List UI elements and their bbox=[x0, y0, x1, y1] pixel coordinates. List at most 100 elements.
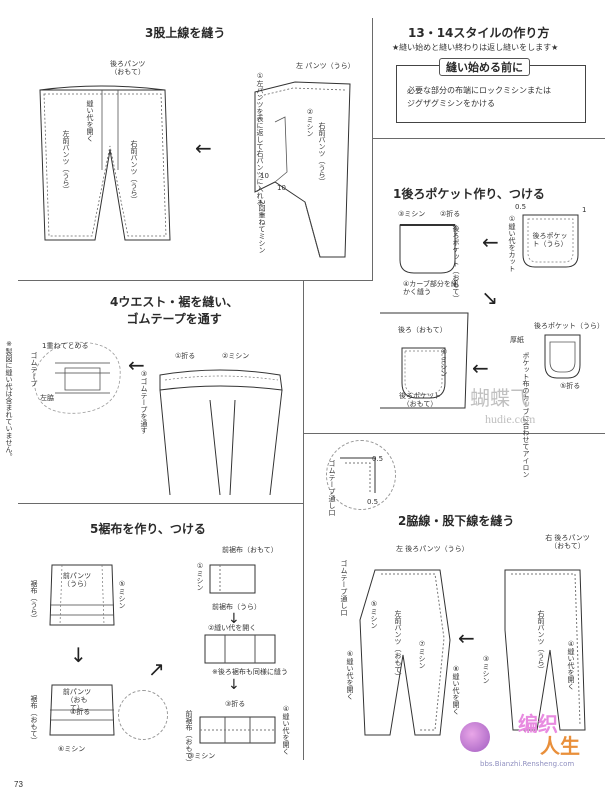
step2-open6-label: ⑥縫い代を開く bbox=[346, 650, 354, 700]
step4-overlap-label: 1重ねてとめる bbox=[42, 342, 89, 350]
divider-h-left-mid bbox=[18, 503, 303, 504]
step2-right-front-label: 右前パンツ（うら） bbox=[537, 610, 545, 673]
step2-rubber-gate-label: ゴムテープ通し口 bbox=[328, 460, 336, 516]
before-sewing-label: 縫い始める前に bbox=[439, 58, 530, 76]
before-text-1: 必要な部分の布端にロックミシンまたは bbox=[407, 86, 551, 95]
back-pants-pocket bbox=[380, 312, 469, 409]
watermark-site: hudie.com bbox=[485, 412, 536, 426]
logo-url: bbs.Bianzhi.Rensheng.com bbox=[480, 760, 575, 768]
step2-machine3-label: ③ミシン bbox=[482, 655, 490, 684]
logo-text-1: 编织 bbox=[518, 712, 558, 736]
divider-h-right-mid bbox=[303, 433, 605, 434]
step5-front-hem3-label: 前裾布（おもて） bbox=[185, 710, 193, 766]
arrow-up-left-icon: ↑ bbox=[141, 655, 171, 685]
pocket-fold-diagram bbox=[399, 224, 456, 274]
page-number: 73 bbox=[14, 780, 23, 789]
step5-back-same-label: ※後ろ裾布も同様に縫う bbox=[212, 668, 288, 676]
style-note: ★縫い始めと縫い終わりは返し縫いをします★ bbox=[392, 43, 559, 52]
step3-num-10a: 10 bbox=[260, 172, 269, 180]
step5-fold-hem bbox=[199, 716, 276, 744]
arrow-down-icon-3: ↓ bbox=[228, 677, 240, 693]
step3-right-front2-label: 右前パンツ（うら） bbox=[318, 122, 326, 185]
step5-front-pants2-label: 前パンツ（おもて） bbox=[62, 688, 92, 713]
pocket-machine-label: ③ミシン bbox=[398, 210, 426, 218]
step2-title: 2脇線・股下線を縫う bbox=[398, 514, 515, 528]
divider-h-left bbox=[18, 280, 373, 281]
page-side-note: ※製図に縫い代は含まれていません。 bbox=[5, 340, 13, 460]
divider-vertical-mid bbox=[303, 280, 304, 760]
step4-machine-label: ②ミシン bbox=[222, 352, 250, 360]
step3-machine-label: ②ミシン bbox=[306, 108, 314, 137]
step3-pants-spread bbox=[39, 85, 171, 241]
step4-rubber-label: ゴムテープ bbox=[30, 352, 38, 387]
step4-title: 4ウエスト・裾を縫い、 ゴムテープを通す bbox=[110, 295, 239, 326]
step5-hem-cloth2-label: 裾布（おもて） bbox=[30, 695, 38, 744]
arrow-down-icon-2: ↓ bbox=[228, 611, 240, 627]
step5-fold3-label: ③折る bbox=[225, 700, 246, 708]
step5-machine3-label: ③ミシン bbox=[188, 752, 216, 760]
before-sewing-box: 縫い始める前に 必要な部分の布端にロックミシンまたは ジグザグミシンをかける bbox=[396, 58, 586, 123]
arrow-left-icon-4: ← bbox=[128, 353, 145, 377]
step3-back-pants-label: 後ろパンツ （おもて） bbox=[110, 60, 146, 77]
back-pants-label: 後ろ（おもて） bbox=[398, 326, 447, 334]
pocket-curve-label: ④カーブ部分を細かく縫う bbox=[403, 280, 458, 297]
step3-seam-open-label: 縫い代を開く bbox=[86, 100, 94, 142]
pocket-fold-label: ②折る bbox=[440, 210, 461, 218]
step2-left-front-label: 左前パンツ（おもて） bbox=[394, 610, 402, 680]
pocket-fold5-label: ⑤折る bbox=[560, 382, 581, 390]
step3-right-front-label: 右前パンツ（うら） bbox=[130, 140, 138, 203]
step3-left-pants-back-label: 左 パンツ（うら） bbox=[296, 62, 355, 70]
step3-left-front-label: 左前パンツ（うら） bbox=[62, 130, 70, 193]
arrow-down-icon: ↓ bbox=[70, 643, 87, 667]
step2-open8-label: ⑧縫い代を開く bbox=[452, 665, 460, 715]
step5-open-seam bbox=[204, 634, 276, 664]
pocket-ura-label-2: 後ろポケット（うら） bbox=[534, 322, 604, 330]
step3-title: 3股上線を縫う bbox=[145, 26, 226, 40]
pocket-omote-label: 後ろポケット（おもて） bbox=[399, 392, 441, 409]
logo-ball-icon bbox=[460, 722, 490, 752]
step2-open4-label: ④縫い代を開く bbox=[567, 640, 575, 690]
step5-hem-fold bbox=[49, 684, 115, 736]
step4-thread-label: ③ゴムテープを通す bbox=[140, 370, 148, 434]
step2-closeup-lines bbox=[340, 457, 376, 493]
arrow-down-right-icon: → bbox=[475, 283, 505, 313]
step5-front-hem-ura-label: 前裾布（うら） bbox=[212, 603, 261, 611]
logo-text-2: 人生 bbox=[540, 734, 580, 758]
step2-right-back-label: 右 後ろパンツ（おもて） bbox=[545, 534, 590, 551]
step2-right-pants bbox=[504, 569, 586, 731]
step5-machine1-label: ①ミシン bbox=[196, 562, 204, 591]
step2-closeup-circle bbox=[326, 440, 396, 510]
step2-left-back-label: 左 後ろパンツ（うら） bbox=[396, 545, 469, 553]
step2-num-05b: 0.5 bbox=[367, 498, 379, 506]
step5-machine6-label: ⑥ミシン bbox=[58, 745, 86, 753]
divider-vertical-top bbox=[372, 18, 373, 280]
step2-machine7-label: ⑦ミシン bbox=[418, 640, 426, 669]
step5-open-label: ②縫い代を開く bbox=[208, 624, 257, 632]
style-title: 13・14スタイルの作り方 bbox=[408, 26, 550, 40]
step2-rubber-gate2-label: ゴムテープ通し口 bbox=[340, 560, 348, 616]
arrow-left-icon-3: ← bbox=[472, 356, 489, 380]
arrow-left-icon: ← bbox=[195, 136, 212, 160]
step3-pants-inserted bbox=[254, 81, 351, 258]
arrow-left-icon-5: ← bbox=[458, 626, 475, 650]
step5-hem-attach bbox=[49, 564, 115, 626]
step3-insert-label: ①左パンツを表に返して右パンツに入れる bbox=[256, 72, 264, 206]
pocket-align-label: ポケット布のカーブに合わせてアイロン bbox=[522, 352, 530, 478]
step4-fold-label: ①折る bbox=[175, 352, 196, 360]
step5-hem-cloth-label: 裾布（うら） bbox=[30, 580, 38, 622]
step5-closeup-circle bbox=[118, 690, 168, 740]
pocket-thick-label: 厚紙 bbox=[510, 336, 524, 344]
step3-double-stitch-label: 2回重ねてミシン bbox=[258, 200, 266, 254]
pocket-num-05: 0.5 bbox=[515, 203, 527, 211]
step4-waist-closeup bbox=[33, 341, 121, 414]
pocket-back-omote: 後ろポケット（おもて） bbox=[452, 225, 460, 302]
pocket-machine6: ⑥ミシン bbox=[440, 348, 448, 377]
step2-machine5-label: ⑤ミシン bbox=[370, 600, 378, 629]
pocket-cut-diagram bbox=[522, 214, 579, 268]
step5-title: 5裾布を作り、つける bbox=[90, 522, 206, 536]
pocket-ura-label: 後ろポケット（うら） bbox=[532, 232, 568, 249]
watermark-brand: 蝴蝶飞 bbox=[470, 388, 530, 410]
before-text-2: ジグザグミシンをかける bbox=[407, 99, 495, 108]
step5-machine5-label: ⑤ミシン bbox=[118, 580, 126, 609]
step3-num-10b: 10 bbox=[277, 184, 286, 192]
